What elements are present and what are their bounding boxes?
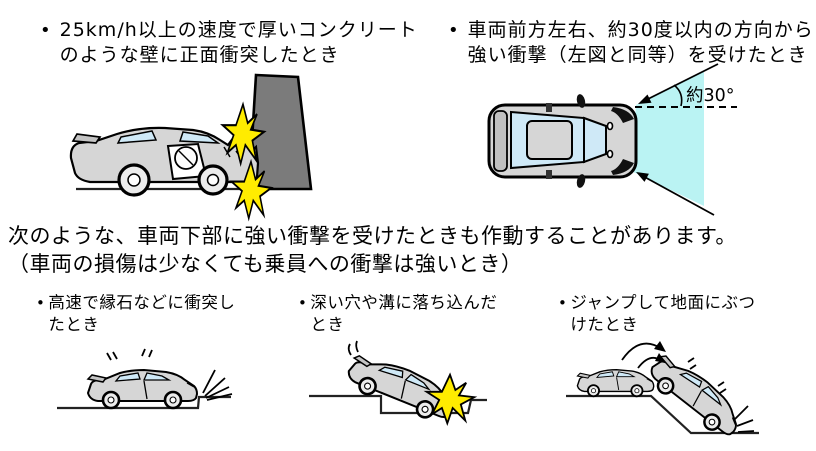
- angle-label: 約30°: [686, 86, 735, 106]
- car-icon: [576, 368, 655, 398]
- shake-marks: [687, 357, 727, 394]
- impact-direction-arrow: [636, 172, 715, 216]
- side-mirror: [576, 174, 586, 188]
- bullet-marker: •: [36, 294, 46, 312]
- jump-landing-illustration: [566, 341, 759, 444]
- angled-impact-bullet: • 車両前方左右、約30度以内の方向から 強い衝撃（左図と同等）を受けたとき: [448, 18, 816, 68]
- motion-arrows: [621, 341, 666, 369]
- car-icon: [86, 368, 199, 410]
- impact-lines: [733, 405, 755, 433]
- pothole-drop-bullet: • 深い穴や溝に落ち込んだ とき: [298, 292, 543, 336]
- headlight: [611, 107, 634, 123]
- falling-car-icon: [642, 348, 749, 444]
- angle-arc: [673, 84, 683, 107]
- note-line-2: （車両の損傷は少なくても乗員への衝撃は強いとき）: [8, 252, 523, 276]
- bullet-marker: •: [448, 20, 460, 41]
- bullet-marker: •: [298, 294, 308, 312]
- frontal-crash-text: 25km/h以上の速度で厚いコンクリート のような壁に正面衝突したとき: [59, 19, 418, 66]
- headlight: [611, 159, 634, 175]
- car-top-view-icon: [487, 94, 638, 188]
- shake-marks: [347, 340, 359, 356]
- curb-collision-text: 高速で縁石などに衝突し たとき: [48, 293, 236, 334]
- car-icon: [341, 348, 460, 428]
- jump-landing-bullet: • ジャンプして地面にぶつ けたとき: [558, 292, 803, 336]
- angled-impact-text: 車両前方左右、約30度以内の方向から 強い衝撃（左図と同等）を受けたとき: [467, 19, 814, 66]
- front-impact-angle-illustration: 約30°: [487, 63, 737, 216]
- side-mirror: [576, 94, 586, 108]
- angle-arrow: [638, 63, 719, 104]
- curb-step: [57, 395, 231, 410]
- curb-collision-bullet: • 高速で縁石などに衝突し たとき: [36, 292, 281, 336]
- frontal-wall-crash-illustration: [69, 73, 313, 220]
- curb-collision-illustration: [57, 348, 233, 410]
- shake-marks: [106, 348, 153, 361]
- bullet-marker: •: [40, 20, 52, 41]
- impact-lines: [202, 369, 233, 401]
- bullet-marker: •: [558, 294, 568, 312]
- crashed-car-icon: [69, 126, 260, 197]
- pothole-drop-text: 深い穴や溝に落ち込んだ とき: [310, 293, 498, 334]
- impact-zone-cone: [631, 71, 704, 206]
- frontal-crash-bullet: • 25km/h以上の速度で厚いコンクリート のような壁に正面衝突したとき: [40, 18, 425, 68]
- jump-landing-text: ジャンプして地面にぶつ けたとき: [570, 293, 756, 334]
- pothole-drop-illustration: [309, 340, 487, 428]
- underside-impact-note: 次のような、車両下部に強い衝撃を受けたときも作動することがあります。 （車両の損…: [8, 222, 814, 278]
- note-line-1: 次のような、車両下部に強い衝撃を受けたときも作動することがあります。: [8, 224, 737, 248]
